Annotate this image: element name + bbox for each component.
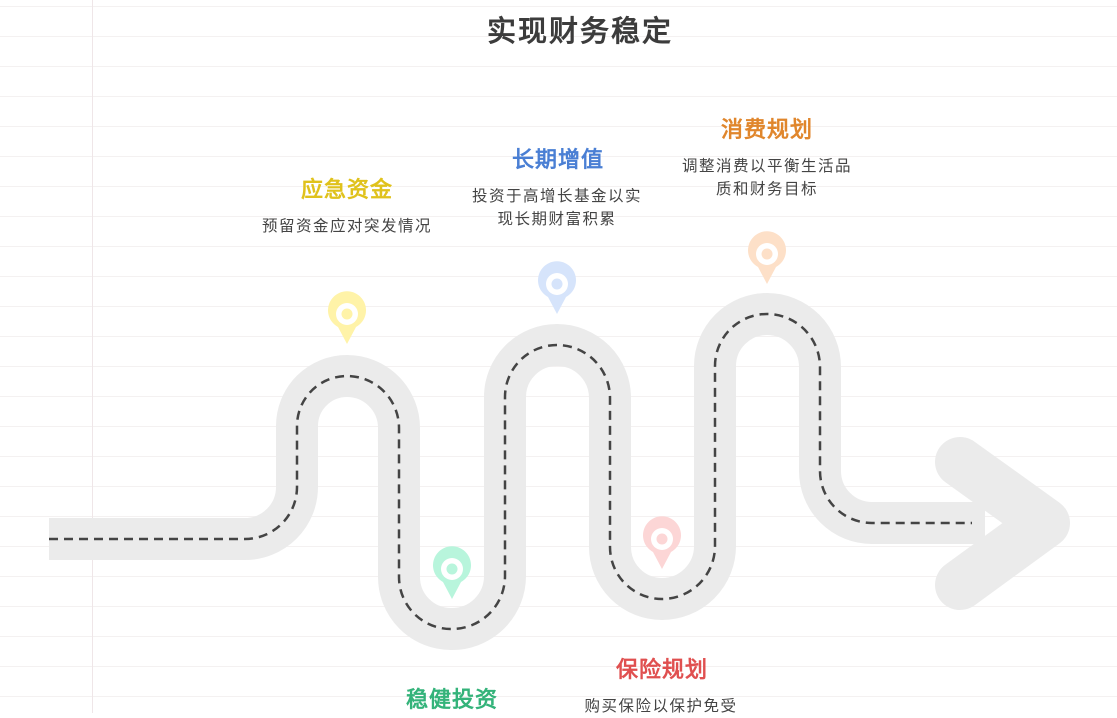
pin-insurance-planning: [643, 516, 681, 569]
step-title-emergency-fund: 应急资金: [300, 177, 393, 203]
step-title-long-term-growth: 长期增值: [511, 147, 604, 173]
step-desc-emergency-fund: 预留资金应对突发情况: [261, 217, 432, 235]
road-dashed-line: [49, 312, 972, 631]
pin-long-term-growth: [538, 261, 576, 314]
step-desc-insurance-planning: 购买保险以保护免受: [584, 697, 738, 715]
background-vertical-line: [92, 0, 93, 713]
step-title-steady-investment: 稳健投资: [405, 687, 498, 713]
pin-consumption-planning: [748, 231, 786, 284]
arrow-head-icon: [935, 437, 1070, 610]
pin-steady-investment: [433, 546, 471, 599]
step-desc-long-term-growth: 投资于高增长基金以实现长期财富积累: [471, 187, 642, 228]
step-title-insurance-planning: 保险规划: [615, 657, 708, 683]
road-path: [49, 293, 985, 650]
page-title: 实现财务稳定: [486, 14, 673, 48]
step-desc-consumption-planning: 调整消费以平衡生活品质和财务目标: [681, 157, 852, 198]
step-title-consumption-planning: 消费规划: [720, 117, 813, 143]
pin-emergency-fund: [328, 291, 366, 344]
